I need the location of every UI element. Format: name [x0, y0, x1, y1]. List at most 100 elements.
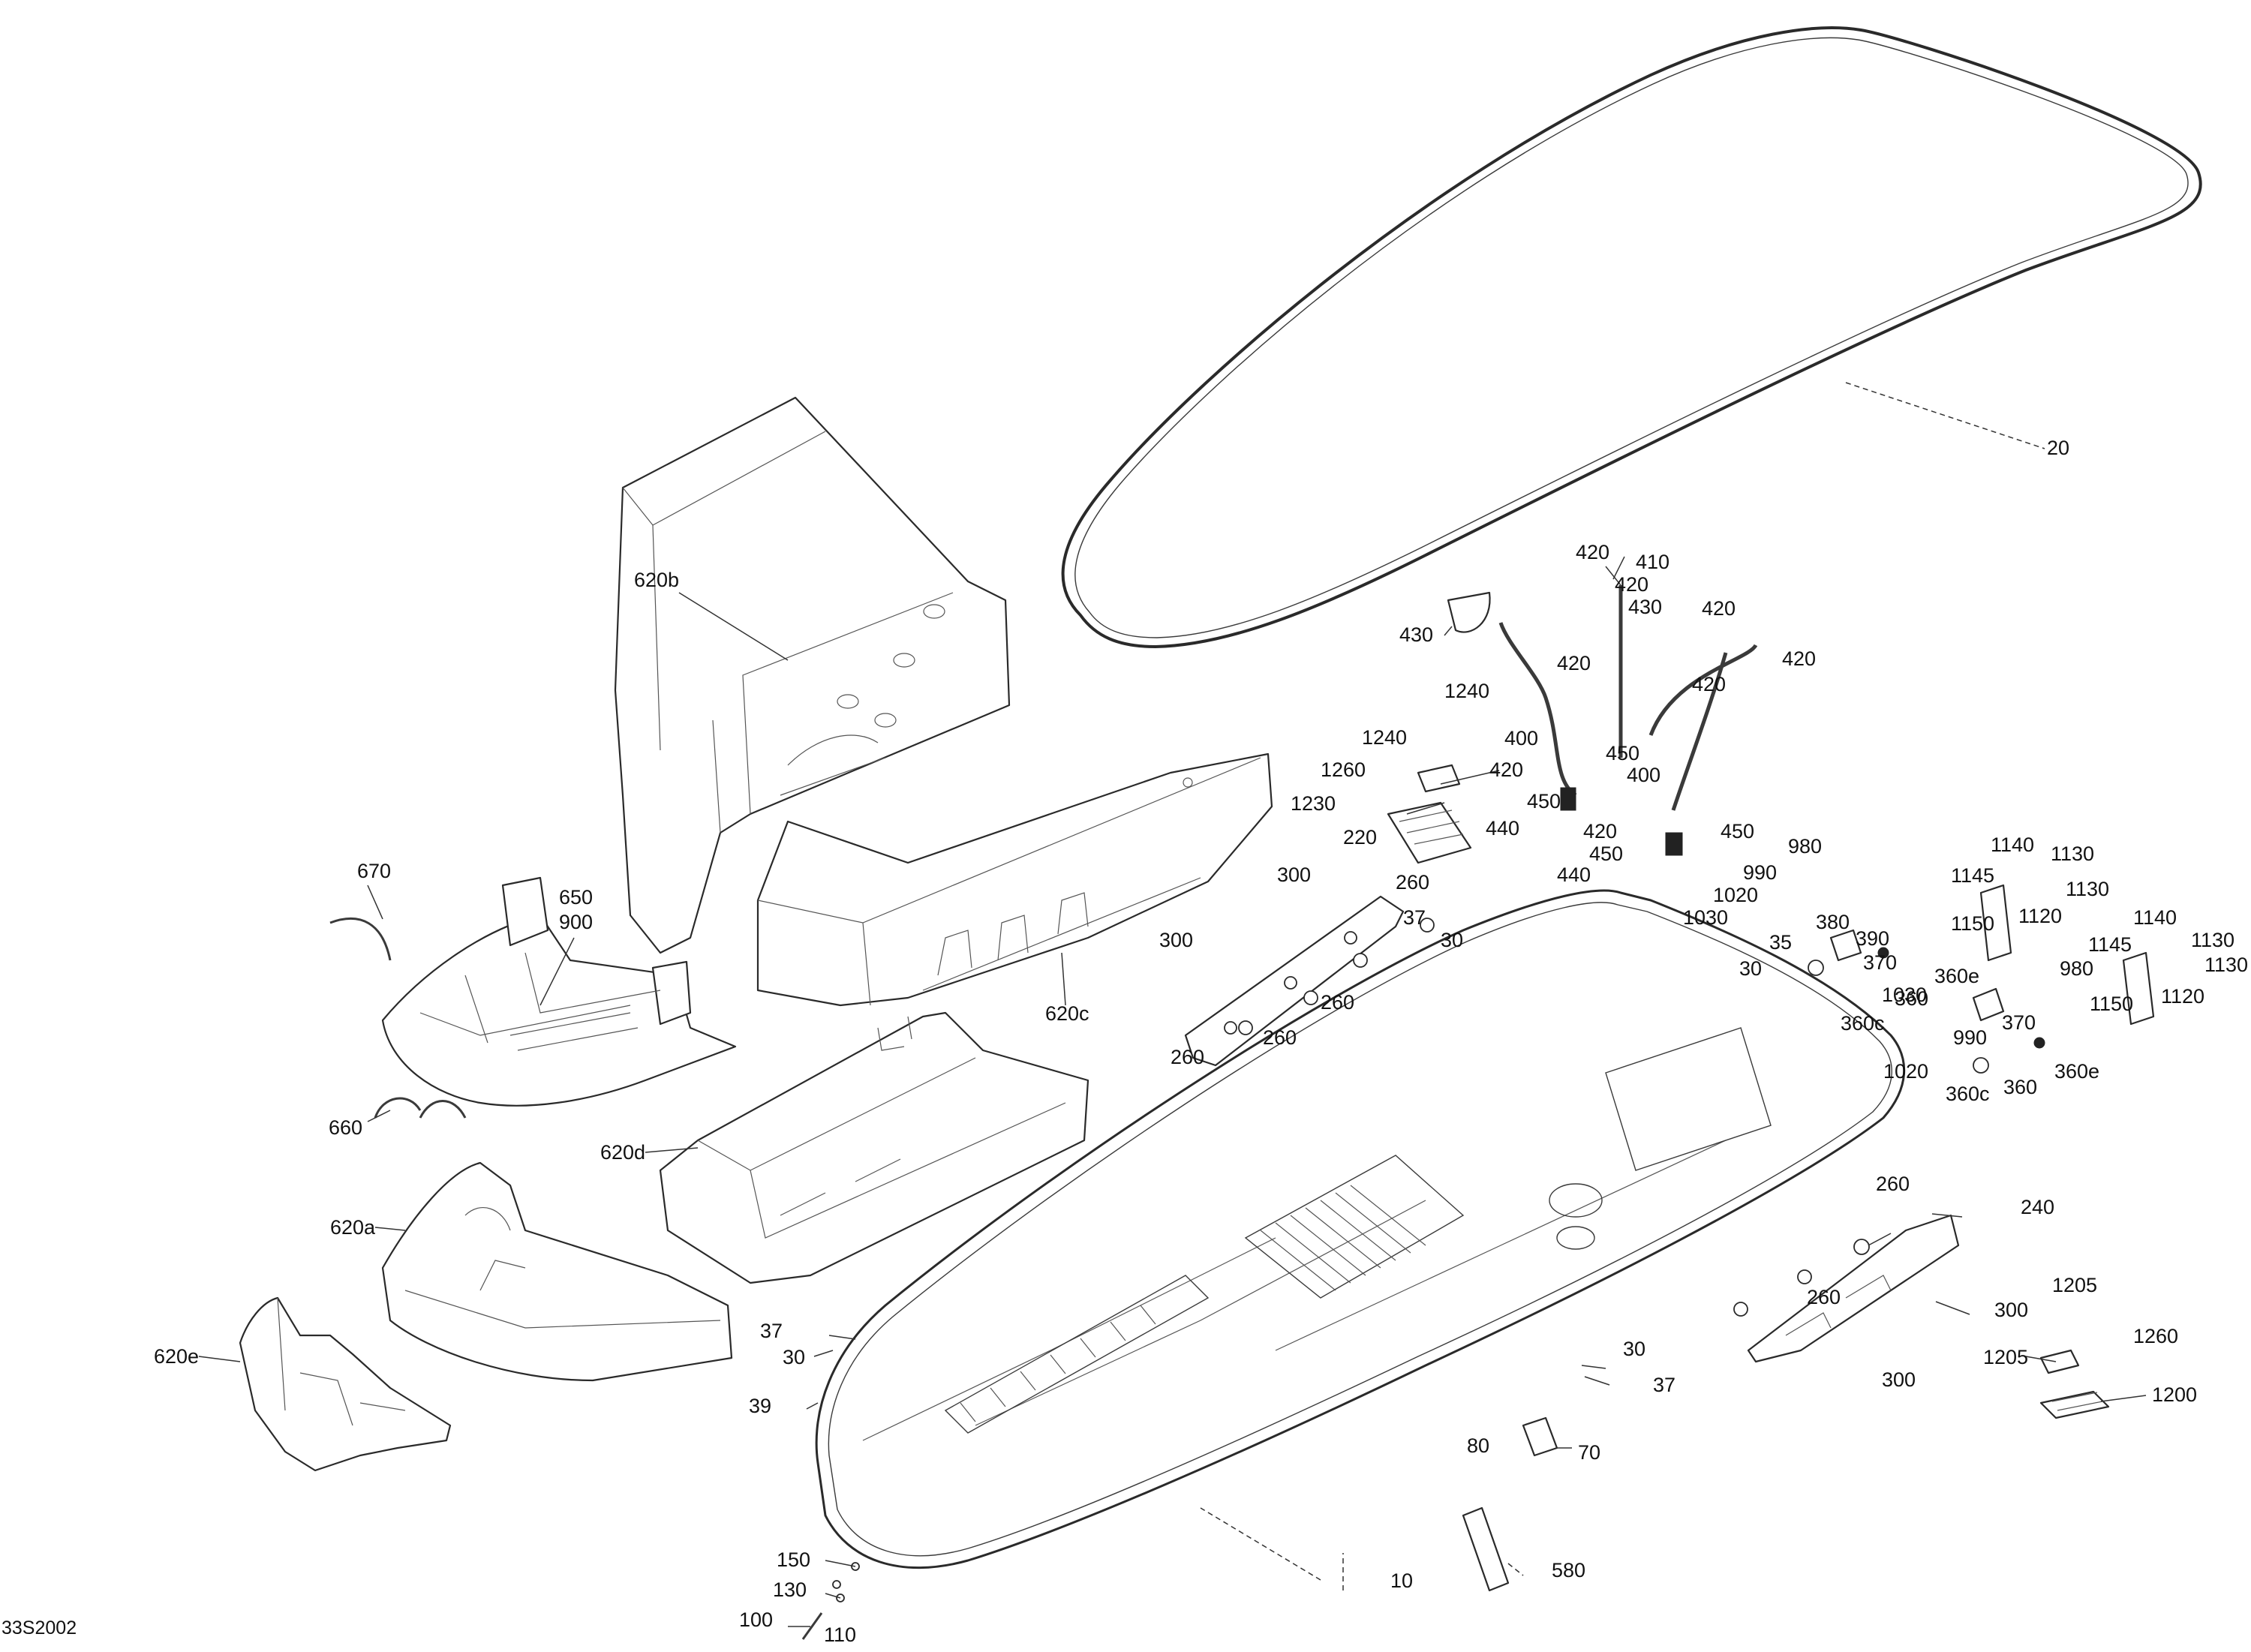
- callout-label: 420: [1583, 820, 1617, 843]
- callout-label: 360: [2003, 1076, 2037, 1098]
- callout-label: 660: [329, 1116, 362, 1139]
- callout-label: 1230: [1291, 792, 1336, 815]
- callout-label: 420: [1702, 597, 1736, 620]
- callout-label: 30: [1441, 929, 1463, 951]
- callout-label: 260: [1396, 871, 1429, 894]
- callout-label: 37: [1403, 906, 1426, 929]
- callout-label: 130: [773, 1578, 807, 1601]
- callout-label: 1200: [2152, 1383, 2197, 1406]
- callout-label: 430: [1399, 623, 1433, 646]
- callout-label: 450: [1606, 742, 1639, 764]
- callout-label: 1030: [1882, 984, 1927, 1006]
- foam-block-part-620d: [659, 1011, 1089, 1284]
- callout-label: 150: [777, 1548, 810, 1571]
- callout-label: 1130: [2051, 843, 2094, 865]
- callout-label: 420: [1576, 541, 1609, 563]
- gasket-outline-part-20: [1061, 26, 2202, 648]
- vent-assembly-right: [1808, 929, 2045, 1074]
- strap-part-670: [329, 917, 392, 961]
- callout-label: 410: [1636, 551, 1669, 573]
- callout-label: 30: [1739, 957, 1762, 980]
- foam-block-part-620e: [239, 1296, 452, 1472]
- plate-part-1260-right: [2039, 1349, 2080, 1374]
- callout-label: 20: [2047, 437, 2069, 459]
- clip-part-70: [1522, 1416, 1558, 1457]
- callout-label: 10: [1390, 1569, 1413, 1592]
- callout-label: 300: [1994, 1299, 2028, 1321]
- callout-label: 260: [1807, 1286, 1841, 1308]
- callout-label: 450: [1721, 820, 1754, 843]
- callout-label: 980: [2060, 957, 2093, 980]
- foam-block-part-620b: [614, 396, 1011, 954]
- callout-label: 580: [1552, 1559, 1585, 1581]
- callout-label: 390: [1856, 927, 1889, 950]
- callout-label: 360e: [1934, 965, 1979, 987]
- callout-label: 1150: [2090, 993, 2133, 1015]
- callout-label: 1120: [2161, 985, 2204, 1008]
- callout-label: 1145: [2088, 933, 2132, 956]
- callout-label: 670: [357, 860, 391, 882]
- foam-block-part-620c: [756, 752, 1273, 1007]
- callout-label: 100: [739, 1608, 773, 1631]
- callout-label: 420: [1489, 758, 1523, 781]
- callout-label: 1150: [1951, 912, 1994, 935]
- callout-label: 1140: [2133, 906, 2177, 929]
- callout-label: 1130: [2191, 929, 2234, 951]
- callout-label: 420: [1557, 652, 1591, 674]
- callout-label: 30: [783, 1346, 805, 1368]
- callout-label: 450: [1589, 843, 1623, 865]
- pad-part-1230: [1387, 801, 1472, 864]
- callout-label: 400: [1627, 764, 1660, 786]
- callout-label: 900: [559, 911, 593, 933]
- callout-label: 37: [1653, 1374, 1675, 1396]
- valve-parts-440: [1560, 787, 1683, 856]
- callout-label: 360c: [1946, 1083, 1990, 1105]
- callout-label: 300: [1277, 864, 1311, 886]
- callout-label: 400: [1504, 727, 1538, 749]
- callout-label: 260: [1876, 1173, 1910, 1195]
- callout-label: 440: [1557, 864, 1591, 886]
- callout-label: 300: [1882, 1368, 1916, 1391]
- callout-label: 1240: [1444, 680, 1489, 702]
- callout-label: 80: [1467, 1434, 1489, 1457]
- callout-label: 39: [749, 1395, 771, 1417]
- callout-label: 1120: [2018, 905, 2062, 927]
- callout-label: 30: [1623, 1338, 1645, 1360]
- callout-label: 1030: [1683, 906, 1728, 929]
- callout-label: 1205: [2052, 1274, 2097, 1296]
- cap-part-430: [1447, 591, 1491, 633]
- bracket-part-240: [1747, 1214, 1960, 1363]
- callout-label: 420: [1692, 673, 1726, 695]
- callout-label: 620e: [154, 1345, 199, 1368]
- callout-labels: 20 620b 670 650 900 660 620c 620d 620a 6…: [154, 437, 2248, 1646]
- callout-label: 620d: [600, 1141, 645, 1164]
- callout-label: 380: [1816, 911, 1850, 933]
- bracket-parts-1120: [1979, 884, 2155, 1026]
- callout-label: 450: [1527, 790, 1561, 812]
- callout-label: 1205: [1983, 1346, 2028, 1368]
- callout-label: 370: [2002, 1011, 2036, 1034]
- callout-label: 1130: [2066, 878, 2109, 900]
- callout-label: 360c: [1841, 1012, 1885, 1035]
- callout-label: 420: [1615, 573, 1648, 596]
- callout-label: 440: [1486, 817, 1519, 840]
- callout-label: 620b: [634, 569, 679, 591]
- callout-label: 620c: [1045, 1002, 1089, 1025]
- callout-label: 990: [1953, 1026, 1987, 1049]
- foam-block-part-620a: [381, 1161, 733, 1382]
- callout-label: 110: [824, 1623, 856, 1646]
- callout-label: 1020: [1883, 1060, 1928, 1083]
- hull-part-10: [815, 889, 1906, 1569]
- callout-label: 420: [1782, 647, 1816, 670]
- callout-label: 1020: [1713, 884, 1758, 906]
- leader-lines: [198, 382, 2147, 1627]
- callout-label: 430: [1628, 596, 1662, 618]
- callout-label: 240: [2021, 1196, 2054, 1218]
- callout-label: 1240: [1362, 726, 1407, 749]
- callout-label: 360: [1895, 987, 1928, 1010]
- callout-label: 220: [1343, 826, 1377, 849]
- plate-part-1260-top: [1417, 764, 1461, 793]
- callout-label: 300: [1159, 929, 1193, 951]
- callout-label: 260: [1263, 1026, 1297, 1049]
- callout-label: 370: [1863, 951, 1897, 974]
